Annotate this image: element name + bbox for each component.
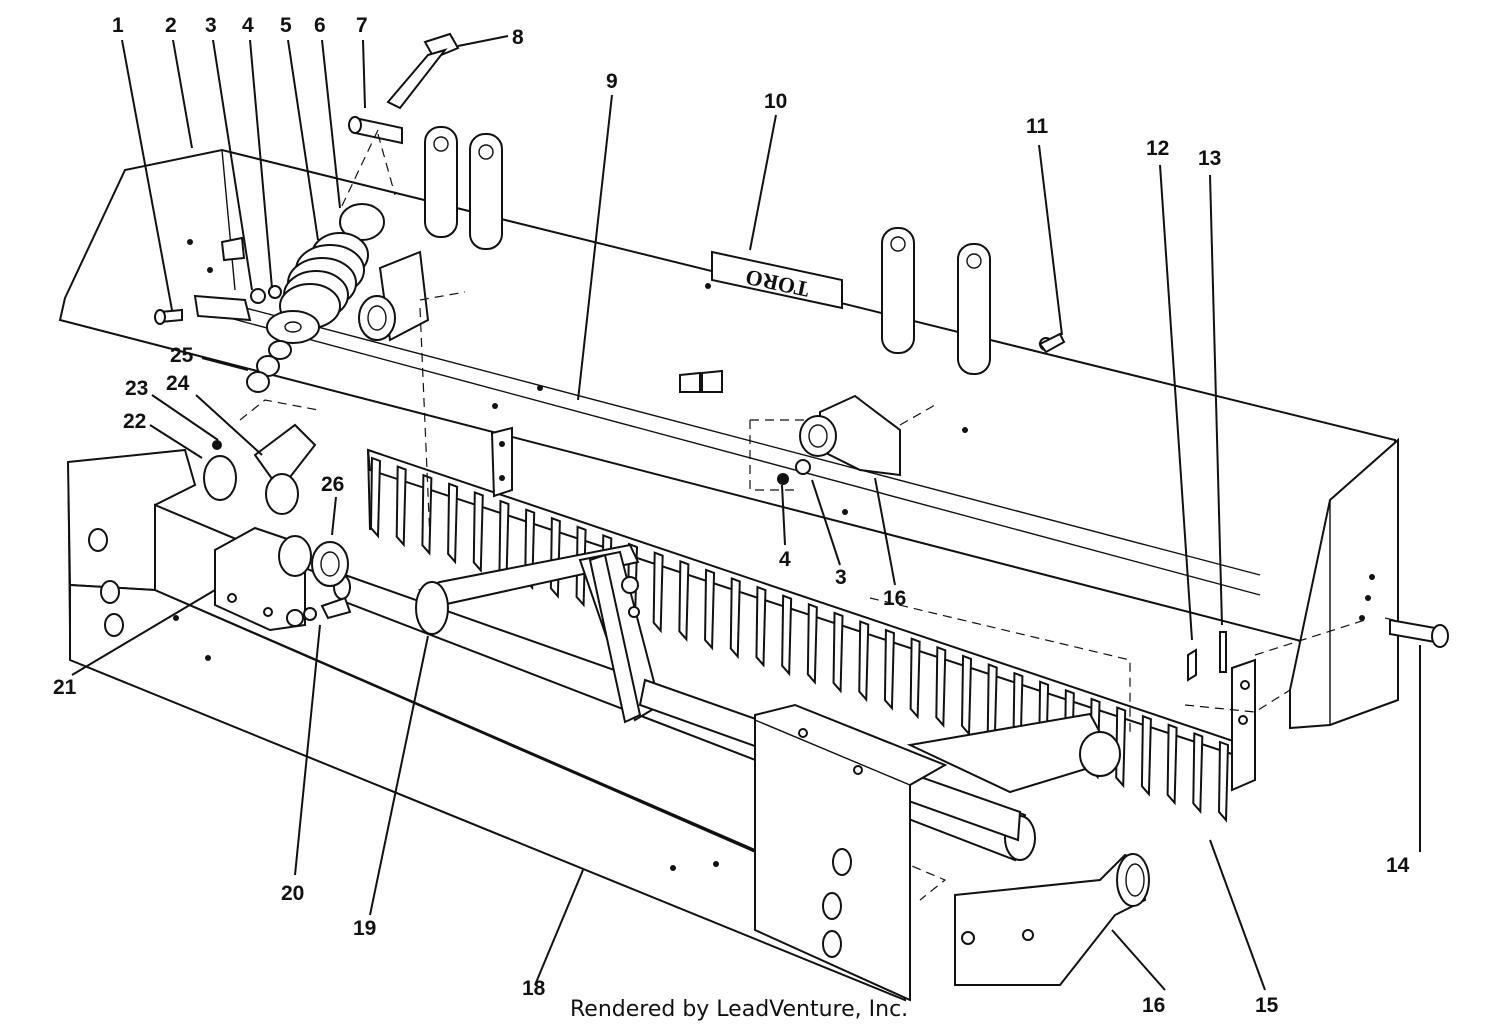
callout-9: 9 (606, 70, 618, 93)
comb-tine (421, 473, 433, 556)
callout-23: 23 (125, 377, 148, 400)
comb-tine (909, 637, 921, 720)
comb-tine (1166, 723, 1178, 806)
comb-tine (961, 654, 973, 737)
comb-tine (369, 456, 382, 539)
comb-tine (755, 585, 767, 668)
callout-14: 14 (1386, 854, 1410, 877)
comb-tine (549, 516, 561, 599)
callout-13: 13 (1198, 147, 1221, 170)
callout-8: 8 (512, 26, 524, 49)
leader-lines (71, 35, 1421, 991)
callout-1: 1 (112, 14, 124, 37)
comb-tine (472, 490, 484, 574)
comb-tine (704, 568, 716, 651)
callout-20: 20 (281, 882, 304, 905)
comb-tine (395, 465, 407, 548)
mount-tabs (424, 126, 991, 375)
callout-19: 19 (353, 917, 376, 940)
credit-text: Rendered by LeadVenture, Inc. (570, 997, 908, 1022)
callout-26: 26 (321, 473, 344, 496)
callout-25: 25 (170, 344, 194, 367)
callout-5: 5 (280, 14, 292, 37)
callout-16-upper: 16 (883, 587, 906, 610)
callout-22: 22 (123, 410, 146, 433)
spring-bracket (193, 236, 430, 342)
callout-24: 24 (166, 372, 190, 395)
comb-tine (883, 628, 895, 711)
callout-21: 21 (53, 676, 77, 699)
comb-tine (935, 645, 947, 728)
comb-tine (858, 620, 870, 703)
callout-16-lower: 16 (1142, 994, 1165, 1017)
comb-tine (806, 602, 818, 685)
comb-tine (447, 482, 459, 565)
callout-4-lower: 4 (779, 548, 791, 571)
callout-18: 18 (522, 977, 546, 1000)
end-bracket-right (754, 703, 1150, 1002)
comb-tine (1192, 731, 1204, 814)
callout-15: 15 (1255, 994, 1279, 1017)
callout-11: 11 (1026, 115, 1049, 138)
comb-tine (1217, 740, 1230, 823)
callout-3: 3 (205, 14, 217, 37)
decal-plate: TORO (711, 250, 843, 310)
callout-3-lower: 3 (835, 566, 847, 589)
comb-tine (832, 611, 844, 694)
callout-6: 6 (314, 14, 326, 37)
callout-4: 4 (242, 14, 254, 37)
bearing-bracket-left (203, 340, 352, 632)
spring-assembly (266, 32, 460, 344)
comb-tine (1140, 714, 1152, 797)
comb-tine (498, 499, 510, 582)
callout-12: 12 (1146, 137, 1169, 160)
comb-tine (678, 559, 690, 642)
callout-labels: 1 2 3 4 5 6 7 8 9 10 11 12 13 14 15 16 1… (53, 14, 1410, 1017)
comb-tine (729, 577, 741, 660)
comb-tine (652, 551, 664, 634)
small-hardware (154, 285, 1066, 393)
pivot-bracket-right (749, 394, 936, 491)
callout-7: 7 (356, 14, 368, 37)
side-bolt (1187, 618, 1449, 682)
comb-tine (781, 594, 793, 677)
callout-2: 2 (165, 14, 177, 37)
callout-10: 10 (764, 90, 787, 113)
